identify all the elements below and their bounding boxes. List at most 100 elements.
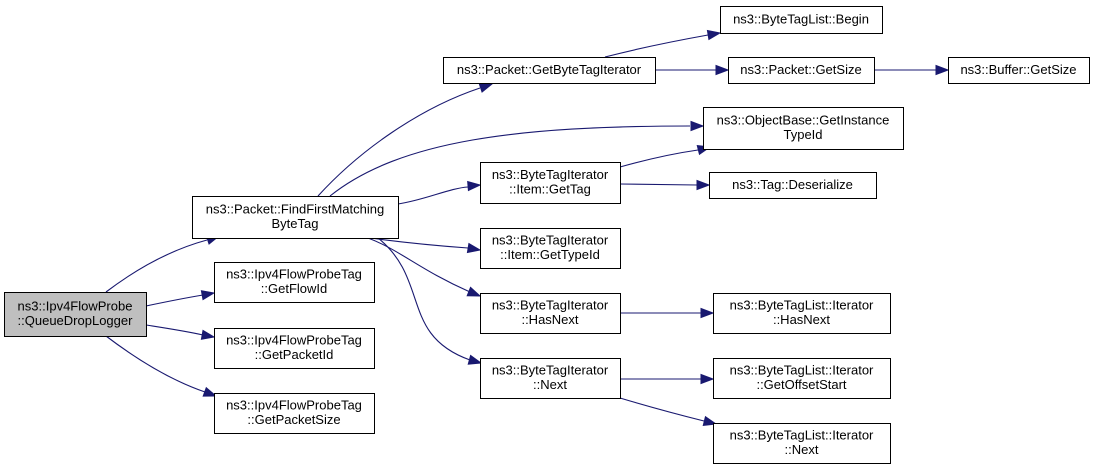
node-label: ns3::Packet::FindFirstMatching [206,202,384,217]
edge-line [369,237,469,249]
arrowhead-icon [715,64,730,76]
node-label: ns3::Tag::Deserialize [732,177,853,192]
node-label: ::Item::GetTypeId [500,247,600,262]
node-iterator-next[interactable]: ns3::ByteTagIterator::Next [480,358,621,399]
node-list-iterator-has-next[interactable]: ns3::ByteTagList::Iterator::HasNext [713,293,891,334]
node-label: ByteTag [272,216,319,231]
edge-line [145,324,204,336]
edge-find-first-matching-byte-tag-to-get-instance-type-id [329,120,705,197]
node-label: ::Next [533,377,567,392]
node-label: ns3::ByteTagIterator [492,167,609,182]
arrowhead-icon [696,179,711,191]
edge-get-byte-tag-iterator-to-packet-get-size [655,64,730,76]
edge-queue-drop-logger-to-get-flow-id [145,290,216,307]
node-box [713,358,891,399]
node-queue-drop-logger: ns3::Ipv4FlowProbe::QueueDropLogger [4,292,147,337]
node-label: ::Item::GetTag [509,182,591,197]
edge-line [329,125,691,197]
node-box [720,6,883,34]
node-label: ::GetFlowId [261,281,327,296]
node-label: ::HasNext [773,312,830,327]
arrowhead-icon [466,242,482,254]
node-get-flow-id[interactable]: ns3::Ipv4FlowProbeTag::GetFlowId [214,262,375,303]
edge-iterator-has-next-to-list-iterator-has-next [620,307,715,319]
node-label: ::HasNext [521,312,578,327]
edge-queue-drop-logger-to-get-packet-size [105,335,218,397]
node-box [480,358,621,399]
arrowhead-icon [478,82,494,93]
arrowhead-icon [467,180,482,192]
node-byte-tag-list-begin[interactable]: ns3::ByteTagList::Begin [720,6,883,34]
node-box [214,393,375,434]
node-get-packet-size[interactable]: ns3::Ipv4FlowProbeTag::GetPacketSize [214,393,375,434]
arrowhead-icon [700,373,715,385]
node-box [703,107,904,150]
edge-line [377,237,471,361]
node-item-get-tag[interactable]: ns3::ByteTagIterator::Item::GetTag [480,162,621,204]
node-box [480,162,621,204]
node-tag-deserialize[interactable]: ns3::Tag::Deserialize [709,172,877,199]
node-box [728,57,875,84]
node-box [192,196,399,239]
node-iterator-has-next[interactable]: ns3::ByteTagIterator::HasNext [480,293,621,334]
edge-line [105,239,208,293]
edge-line [317,87,481,197]
node-label: ::GetPacketId [255,347,334,362]
node-buffer-get-size[interactable]: ns3::Buffer::GetSize [948,57,1090,84]
edge-iterator-next-to-list-iterator-get-offset-start [620,373,715,385]
node-label: ns3::ByteTagList::Begin [733,11,869,26]
edge-line [619,149,699,168]
node-list-iterator-next[interactable]: ns3::ByteTagList::Iterator::Next [713,423,891,464]
node-box [713,293,891,334]
edge-line [367,237,471,293]
edge-line [105,335,206,393]
edge-find-first-matching-byte-tag-to-item-get-tag [397,180,482,205]
node-label: ns3::ByteTagIterator [492,233,609,248]
edge-item-get-tag-to-tag-deserialize [619,179,711,191]
arrowhead-icon [467,354,483,365]
node-get-packet-id[interactable]: ns3::Ipv4FlowProbeTag::GetPacketId [214,328,375,369]
edge-queue-drop-logger-to-find-first-matching-byte-tag [105,234,221,293]
edge-iterator-next-to-list-iterator-next [619,397,718,427]
arrowhead-icon [202,386,218,397]
node-label: ns3::Ipv4FlowProbeTag [226,267,362,282]
node-box [948,57,1090,84]
node-label: TypeId [783,127,822,142]
node-box [709,172,877,199]
node-label: ns3::ByteTagIterator [492,298,609,313]
node-label: ::GetOffsetStart [756,377,846,392]
edge-line [619,397,705,422]
edge-find-first-matching-byte-tag-to-iterator-next [377,237,483,365]
edge-item-get-tag-to-get-instance-type-id [619,144,712,168]
node-item-get-type-id[interactable]: ns3::ByteTagIterator::Item::GetTypeId [480,228,621,269]
node-get-byte-tag-iterator[interactable]: ns3::Packet::GetByteTagIterator [443,57,656,84]
node-label: ns3::ByteTagIterator [492,363,609,378]
node-box [214,262,375,303]
node-label: ns3::ByteTagList::Iterator [730,298,874,313]
node-label: ns3::ObjectBase::GetInstance [717,113,890,128]
node-label: ::GetPacketSize [247,412,340,427]
edge-find-first-matching-byte-tag-to-get-byte-tag-iterator [317,82,494,197]
nodes: ns3::Ipv4FlowProbe::QueueDropLoggerns3::… [4,6,1090,464]
edge-packet-get-size-to-buffer-get-size [874,64,950,76]
arrowhead-icon [702,415,718,427]
arrowhead-icon [706,29,722,41]
node-list-iterator-get-offset-start[interactable]: ns3::ByteTagList::Iterator::GetOffsetSta… [713,358,891,399]
node-packet-get-size[interactable]: ns3::Packet::GetSize [728,57,875,84]
arrowhead-icon [700,307,715,319]
node-label: ns3::Ipv4FlowProbeTag [226,333,362,348]
edge-line [604,34,709,58]
node-label: ns3::Ipv4FlowProbeTag [226,398,362,413]
edges [105,29,950,427]
node-label: ::Next [785,442,819,457]
node-label: ::QueueDropLogger [18,313,134,328]
node-label: ns3::ByteTagList::Iterator [730,363,874,378]
node-box [713,423,891,464]
node-label: ns3::Packet::GetByteTagIterator [457,62,642,77]
edge-line [145,294,204,307]
node-box [480,228,621,269]
node-box [214,328,375,369]
